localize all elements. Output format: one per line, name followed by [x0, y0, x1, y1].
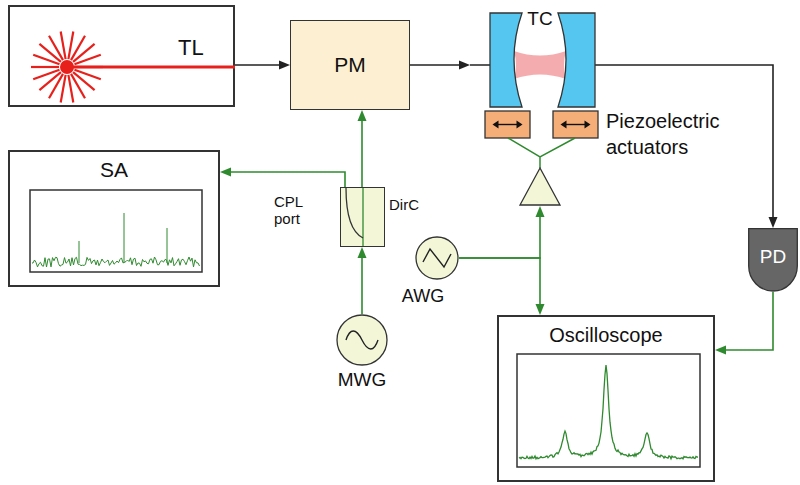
- photodetector: PD: [748, 228, 798, 292]
- oscilloscope-box: Oscilloscope: [497, 315, 715, 482]
- waveform-generator-drawing: [415, 236, 459, 280]
- node-label: PD: [748, 246, 798, 268]
- node-label: TC: [470, 8, 610, 30]
- laser-box: TL: [8, 5, 235, 107]
- microwave-generator-drawing: [336, 314, 388, 366]
- signal-cable: [358, 110, 367, 187]
- node-label: SA: [10, 158, 218, 182]
- optical-path: [410, 61, 470, 70]
- modulator-box: PM: [290, 20, 410, 110]
- signal-cable: [358, 247, 367, 314]
- tunable-cavity: TC: [470, 5, 610, 206]
- signal-cable: [459, 206, 545, 258]
- optical-path: [235, 61, 290, 70]
- directional-coupler-drawing: [341, 188, 384, 246]
- tunable-cavity-drawing: [470, 5, 610, 206]
- node-label: Oscilloscope: [499, 324, 713, 347]
- microwave-generator: MWG: [336, 314, 388, 366]
- signal-cable: [220, 168, 345, 188]
- port-label: CPL port: [274, 193, 322, 227]
- spectrum-analyzer: SA: [8, 150, 220, 287]
- part-label: Piezoelectric actuators: [606, 108, 778, 160]
- waveform-generator: AWG: [415, 236, 459, 280]
- signal-cable: [715, 292, 773, 355]
- node-label: MWG: [312, 369, 412, 391]
- signal-cable: [459, 258, 545, 315]
- node-label: AWG: [391, 286, 455, 307]
- node-label: DirC: [389, 196, 419, 213]
- node-label: PM: [291, 21, 409, 109]
- node-label: TL: [178, 35, 204, 60]
- directional-coupler: DirC: [340, 187, 385, 247]
